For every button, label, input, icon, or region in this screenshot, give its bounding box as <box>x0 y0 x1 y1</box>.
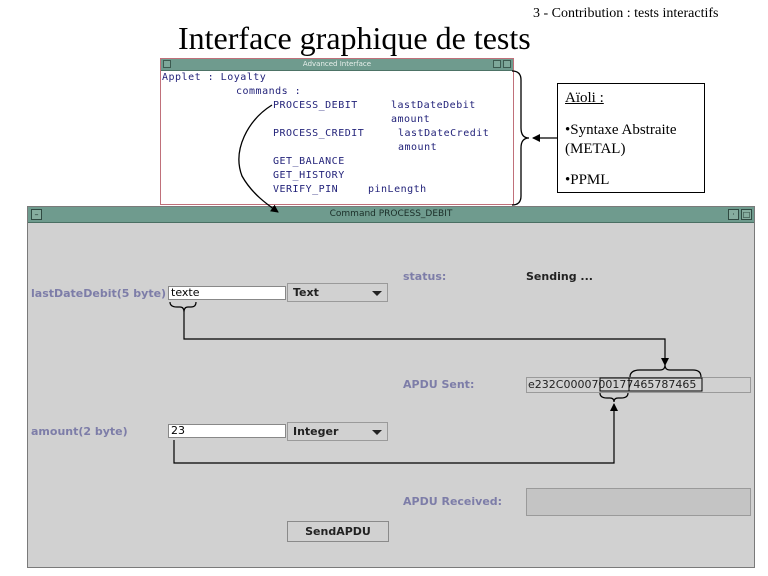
send-apdu-button[interactable]: SendAPDU <box>287 521 389 542</box>
advanced-interface-title: Advanced Interface <box>302 60 372 68</box>
tree-commands[interactable]: commands : <box>236 86 302 97</box>
tree-pin-length[interactable]: pinLength <box>368 184 427 195</box>
tree-amount-credit[interactable]: amount <box>398 142 438 153</box>
last-date-debit-type-select[interactable]: Text <box>287 283 388 302</box>
minimize-icon[interactable]: · <box>728 209 739 220</box>
status-label: status: <box>403 270 447 283</box>
aioli-annotation-box: Aïoli : •Syntaxe Abstraite (METAL) •PPML <box>557 83 705 193</box>
tree-verify-pin[interactable]: VERIFY_PIN <box>273 184 339 195</box>
type-select-value: Text <box>293 286 319 299</box>
tree-process-debit[interactable]: PROCESS_DEBIT <box>273 100 358 111</box>
advanced-interface-window: Advanced Interface Applet : Loyalty comm… <box>160 58 514 205</box>
tree-amount-debit[interactable]: amount <box>391 114 431 125</box>
advanced-interface-titlebar[interactable]: Advanced Interface <box>161 59 513 71</box>
tree-process-credit[interactable]: PROCESS_CREDIT <box>273 128 365 139</box>
status-value: Sending ... <box>526 270 593 283</box>
amount-label: amount(2 byte) <box>31 425 128 438</box>
amount-input[interactable]: 23 <box>168 424 286 438</box>
amount-type-select[interactable]: Integer <box>287 422 388 441</box>
last-date-debit-label: lastDateDebit(5 byte) <box>31 287 167 300</box>
tree-get-history[interactable]: GET_HISTORY <box>273 170 345 181</box>
maximize-icon[interactable]: □ <box>741 209 752 220</box>
chevron-down-icon <box>372 430 382 435</box>
command-window-title: Command PROCESS_DEBIT <box>329 209 453 219</box>
command-window-titlebar[interactable]: – Command PROCESS_DEBIT · □ <box>28 207 754 223</box>
tree-applet[interactable]: Applet : Loyalty <box>162 72 267 83</box>
apdu-sent-label: APDU Sent: <box>403 378 475 391</box>
tree-get-balance[interactable]: GET_BALANCE <box>273 156 345 167</box>
window-menu-icon[interactable]: – <box>31 209 42 220</box>
tree-last-date-credit[interactable]: lastDateCredit <box>398 128 490 139</box>
minimize-icon[interactable] <box>493 60 501 68</box>
type-select-value: Integer <box>293 425 339 438</box>
apdu-sent-field[interactable]: e232C0000700177465787465 <box>526 377 751 393</box>
chevron-down-icon <box>372 291 382 296</box>
window-menu-icon[interactable] <box>163 60 171 68</box>
slide-subtitle: 3 - Contribution : tests interactifs <box>533 6 719 21</box>
command-window: – Command PROCESS_DEBIT · □ lastDateDebi… <box>27 206 755 568</box>
apdu-received-label: APDU Received: <box>403 495 503 508</box>
aioli-item-syntax: •Syntaxe Abstraite (METAL) <box>565 122 677 157</box>
aioli-title: Aïoli : <box>565 90 604 106</box>
aioli-item-ppml: •PPML <box>565 172 610 188</box>
maximize-icon[interactable] <box>503 60 511 68</box>
slide-title: Interface graphique de tests <box>178 20 531 56</box>
apdu-received-field[interactable] <box>526 488 751 516</box>
tree-last-date-debit[interactable]: lastDateDebit <box>391 100 476 111</box>
top-window-brace <box>511 70 530 206</box>
last-date-debit-input[interactable]: texte <box>168 286 286 300</box>
